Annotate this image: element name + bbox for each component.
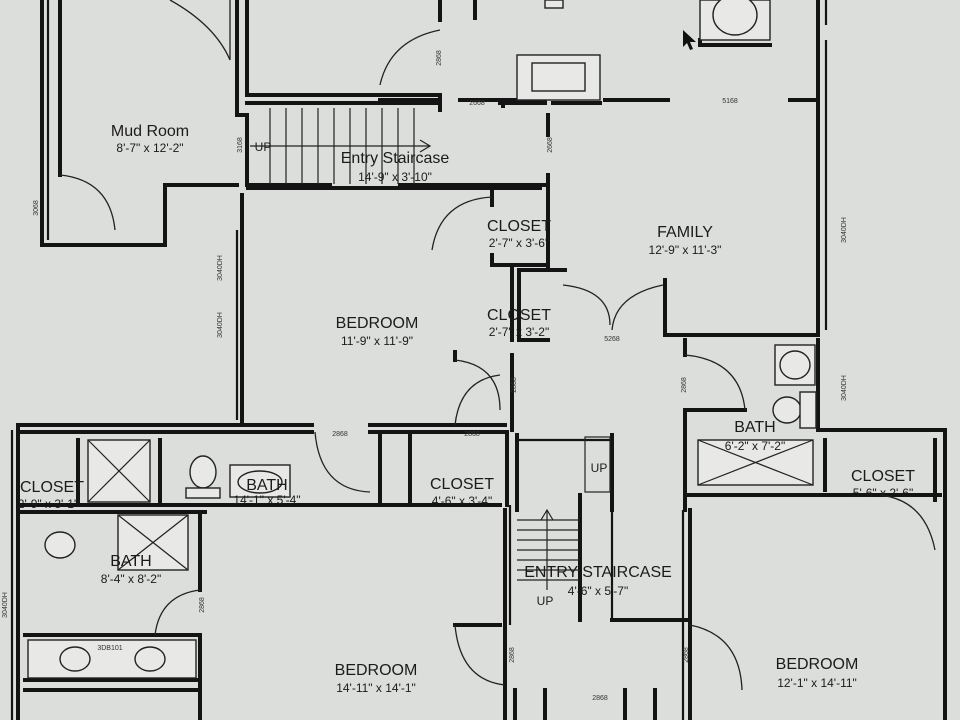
room-name-closet-left: CLOSET [20, 479, 84, 496]
room-dims-bedroom-2: 14'-11" x 14'-1" [336, 681, 416, 695]
door-code: 3040DH [217, 255, 224, 281]
door-code: 2868 [511, 377, 518, 393]
room-name-bedroom-2: BEDROOM [335, 662, 418, 679]
stair-labels: UP UP UP [255, 140, 608, 608]
room-name-bath-left: BATH [110, 553, 151, 570]
room-name-closet-1: CLOSET [487, 218, 551, 235]
vanity-left [27, 639, 197, 679]
room-name-closet-right: CLOSET [851, 468, 915, 485]
doors [59, 0, 936, 691]
door-code: 2868 [681, 377, 688, 393]
room-labels: Mud Room 8'-7" x 12'-2" Entry Staircase … [18, 123, 915, 695]
door-code: 3068 [33, 200, 40, 216]
room-dims-closet-right: 5'-6" x 2'-6" [853, 486, 913, 500]
room-name-bath-right: BATH [734, 419, 775, 436]
up-label-top: UP [255, 140, 272, 154]
room-dims-closet-2: 2'-7" x 3'-2" [489, 325, 549, 339]
room-dims-closet-mid: 4'-6" x 3'-4" [432, 494, 492, 508]
room-dims-entry-staircase-bottom: 4'-6" x 5'-7" [568, 584, 628, 598]
door-code: 2668 [547, 137, 554, 153]
toilet-1 [189, 455, 217, 489]
room-name-bedroom-3: BEDROOM [776, 656, 859, 673]
room-dims-mud-room: 8'-7" x 12'-2" [116, 141, 183, 155]
door-code: 5168 [722, 98, 738, 105]
bottom-staircase [517, 436, 611, 590]
door-code: 3040DH [841, 375, 848, 401]
door-code: 2668 [469, 100, 485, 107]
room-name-bedroom-1: BEDROOM [336, 315, 419, 332]
door-code: 3040DH [841, 217, 848, 243]
door-code: 2868 [683, 647, 690, 663]
room-name-closet-mid: CLOSET [430, 476, 494, 493]
room-dims-closet-left: 2'-9" x 3'-1" [18, 497, 78, 511]
toilet-2 [44, 531, 76, 559]
up-label-mid: UP [591, 461, 608, 475]
door-code: 3168 [237, 137, 244, 153]
mouse-cursor-icon [683, 30, 696, 50]
top-staircase [250, 108, 432, 184]
room-name-entry-staircase-top: Entry Staircase [341, 150, 450, 167]
room-dims-bath-left: 8'-4" x 8'-2" [101, 572, 161, 586]
room-dims-bath-mid: 14'-1" x 5'-4" [233, 493, 300, 507]
room-name-closet-2: CLOSET [487, 307, 551, 324]
room-name-mud-room: Mud Room [111, 123, 189, 140]
door-code: 2868 [199, 597, 206, 613]
room-name-entry-staircase-bottom: ENTRY STAIRCASE [524, 564, 672, 581]
door-code: 3040DH [2, 592, 9, 618]
room-dims-family: 12'-9" x 11'-3" [649, 243, 722, 257]
room-dims-bath-right: 6'-2" x 7'-2" [725, 439, 785, 453]
door-code: 2868 [332, 431, 348, 438]
door-code: 2868 [436, 50, 443, 66]
walls [10, 0, 947, 720]
toilet-3 [772, 396, 802, 424]
door-code: 2868 [509, 647, 516, 663]
room-dims-bedroom-1: 11'-9" x 11'-9" [341, 334, 413, 348]
door-codes: 2868 2668 5168 3168 2668 3068 3040DH 304… [2, 50, 848, 702]
door-code: 2868 [464, 431, 480, 438]
door-code: 5268 [604, 336, 620, 343]
room-dims-closet-1: 2'-7" x 3'-6" [489, 236, 549, 250]
room-dims-bedroom-3: 12'-1" x 14'-11" [777, 676, 857, 690]
room-name-bath-mid: BATH [246, 477, 287, 494]
door-code: 3DB101 [97, 645, 122, 652]
door-code: 3040DH [217, 312, 224, 338]
door-code: 2868 [592, 695, 608, 702]
room-dims-entry-staircase-top: 14'-9" x 3'-10" [358, 170, 432, 184]
fixtures [27, 0, 817, 679]
up-label-bottom: UP [537, 594, 554, 608]
room-name-family: FAMILY [657, 224, 713, 241]
